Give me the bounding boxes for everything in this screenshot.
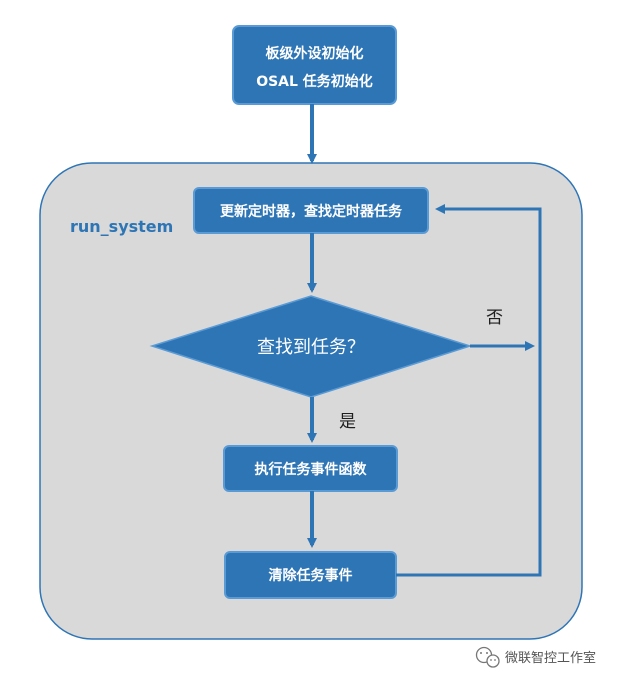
clear-event-node-label: 清除任务事件: [269, 567, 353, 584]
no-label: 否: [486, 308, 503, 328]
update-timer-node-label: 更新定时器，查找定时器任务: [220, 203, 403, 220]
init-node: [232, 25, 397, 105]
watermark: 微联智控工作室: [475, 646, 596, 668]
execute-task-node-label: 执行任务事件函数: [255, 461, 368, 478]
decision-node-label: 查找到任务？: [257, 337, 365, 358]
loop-back-line: [396, 204, 542, 577]
init-node-line2: OSAL 任务初始化: [256, 73, 373, 90]
yes-label: 是: [339, 412, 356, 432]
watermark-text: 微联智控工作室: [505, 650, 596, 666]
init-node-line1: 板级外设初始化: [266, 45, 364, 62]
container-label: run_system: [70, 217, 173, 236]
wechat-icon: [475, 646, 500, 668]
